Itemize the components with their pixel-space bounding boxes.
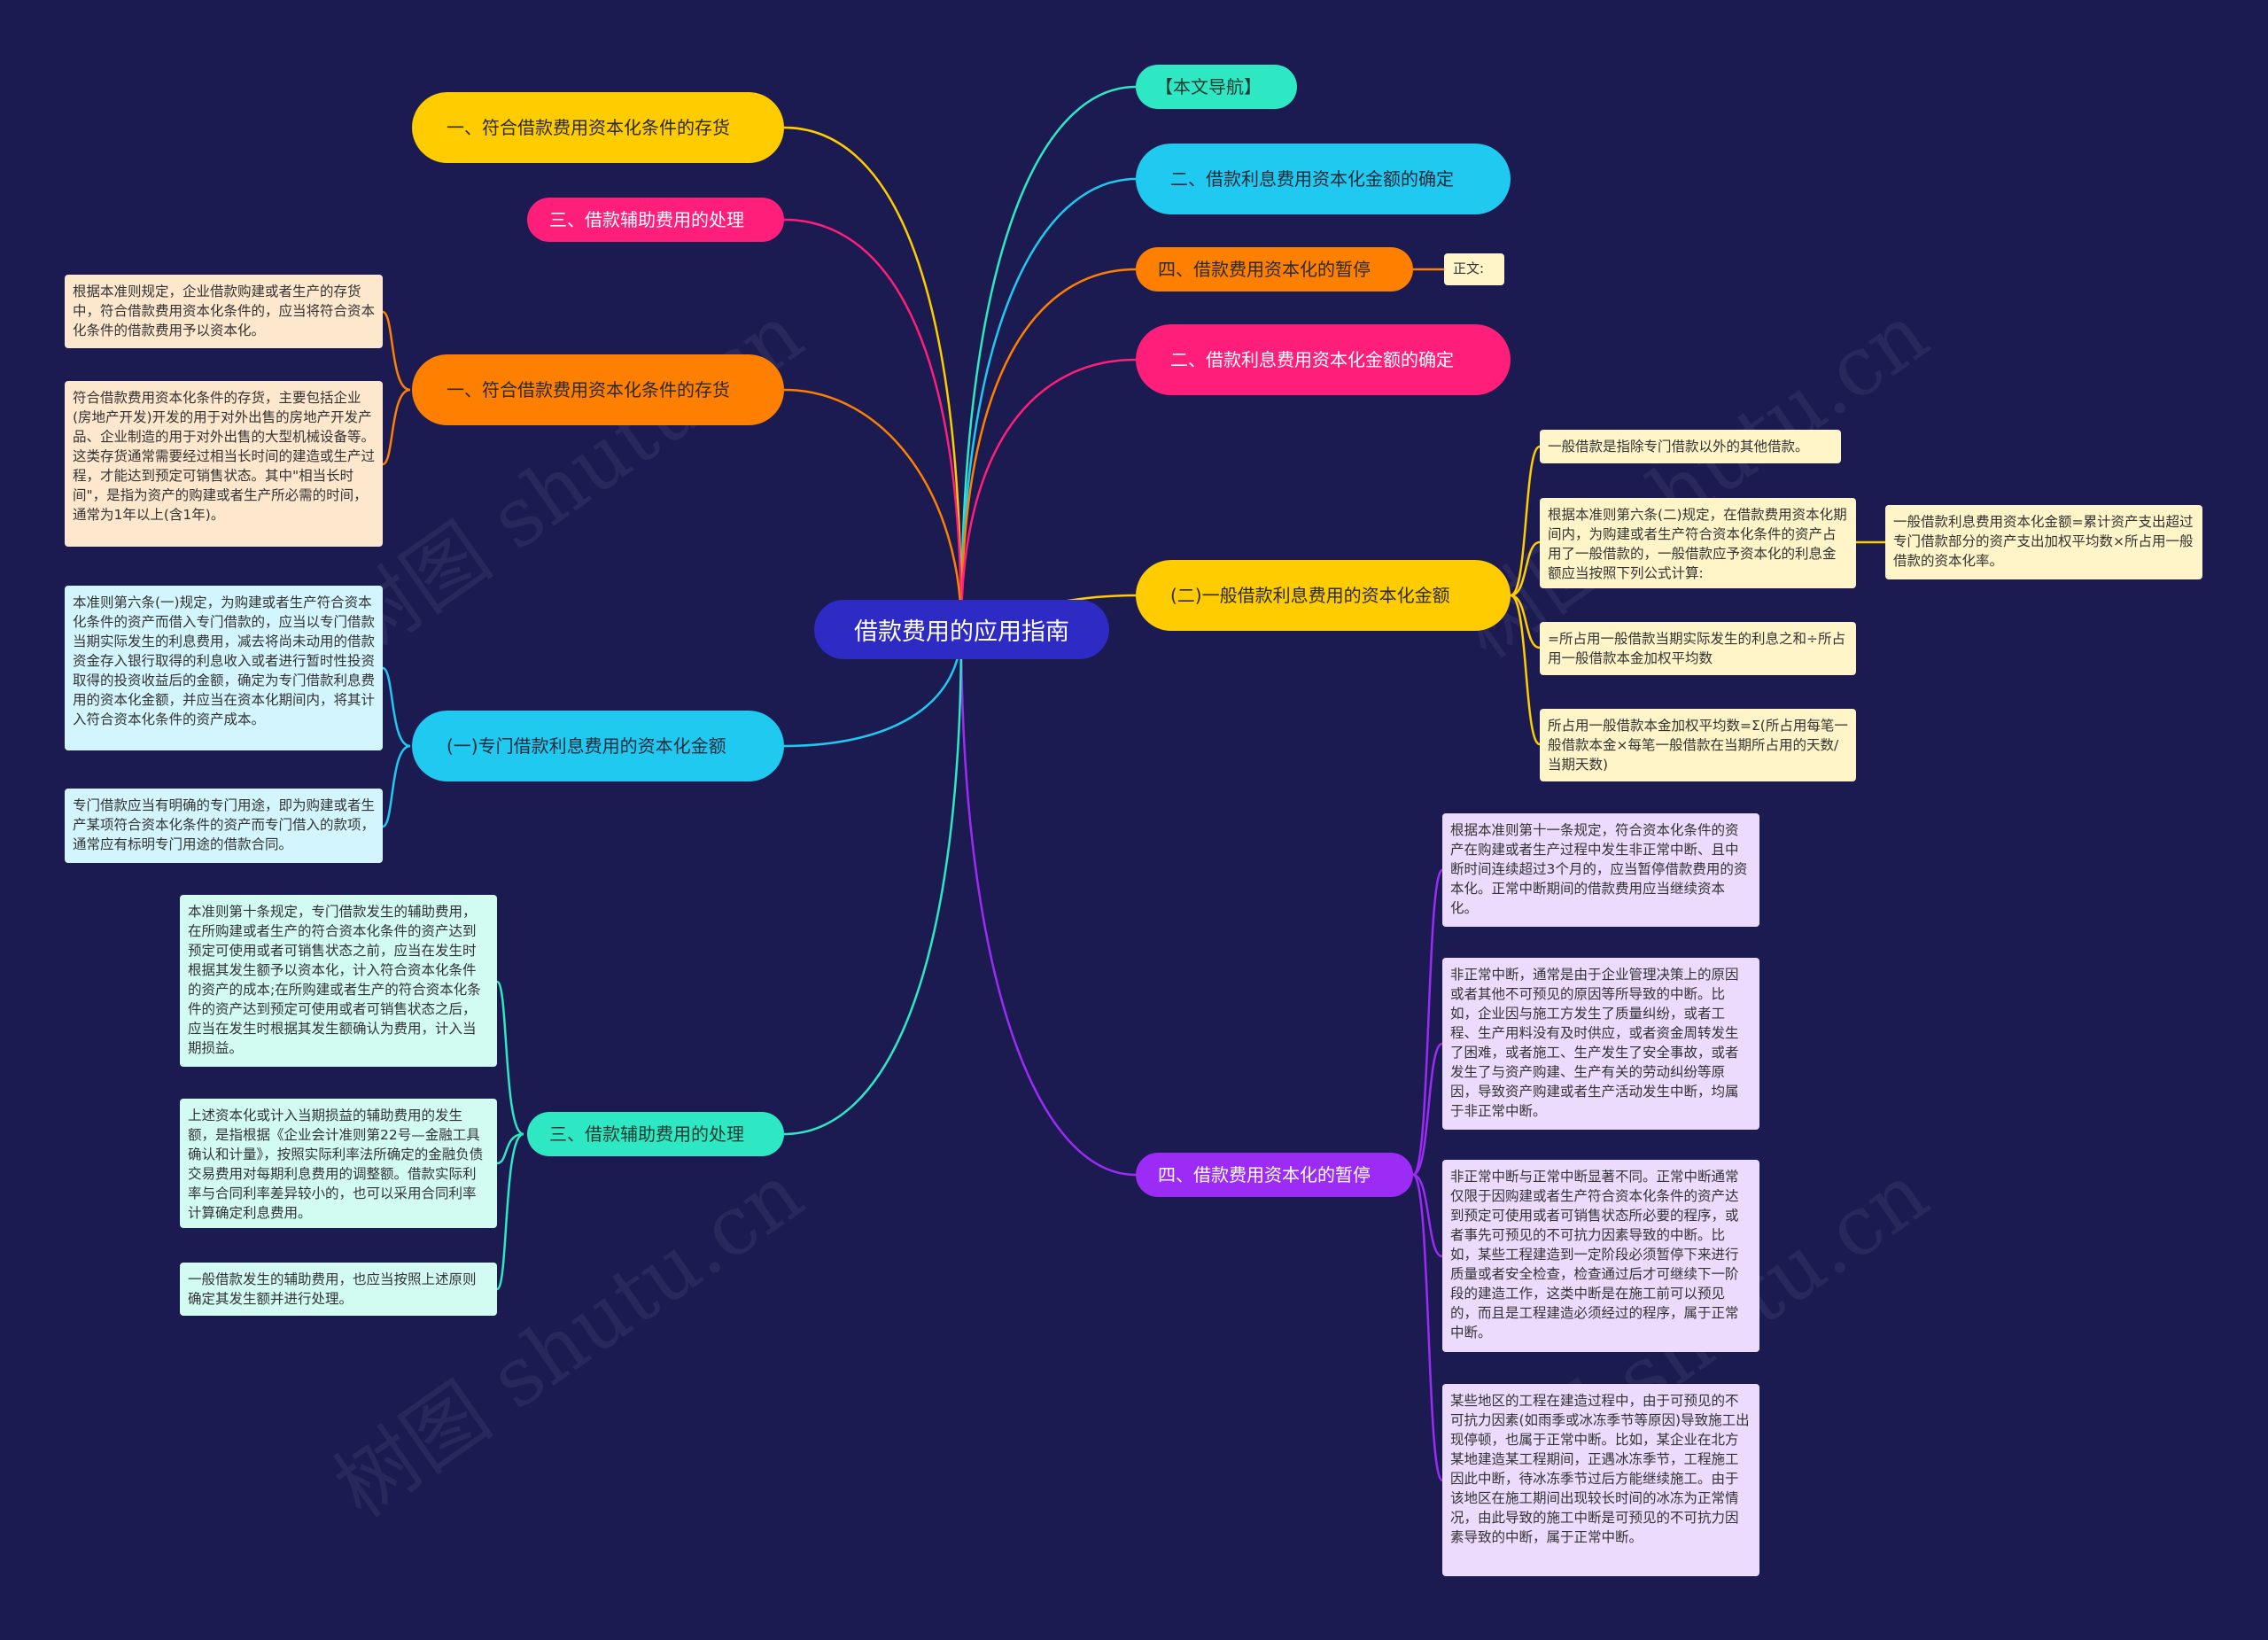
link-left-b2 [783, 218, 963, 630]
left-3-leaf-2: 符合借款费用资本化条件的存货，主要包括企业(房地产开发)开发的用于对外出售的房地… [65, 381, 383, 547]
left-4-leaf-1: 本准则第六条(一)规定，为购建或者生产符合资本化条件的资产而借入专门借款的，应当… [65, 586, 383, 750]
link-right-b4 [959, 358, 1137, 630]
left-branch-4[interactable]: (一)专门借款利息费用的资本化金额 [412, 711, 784, 781]
right-branch-3[interactable]: 四、借款费用资本化的暂停 [1136, 247, 1413, 291]
left-branch-3[interactable]: 一、符合借款费用资本化条件的存货 [412, 354, 784, 425]
right-6-leaf-3: 非正常中断与正常中断显著不同。正常中断通常仅限于因购建或者生产符合资本化条件的资… [1442, 1160, 1759, 1352]
link-right-nav [959, 85, 1137, 630]
left-3-leaf-1: 根据本准则规定，企业借款购建或者生产的存货中，符合借款费用资本化条件的，应当将符… [65, 275, 383, 348]
right-branch-4[interactable]: 二、借款利息费用资本化金额的确定 [1136, 324, 1511, 395]
left-branch-5[interactable]: 三、借款辅助费用的处理 [527, 1112, 784, 1156]
right-6-leaf-2: 非正常中断，通常是由于企业管理决策上的原因或者其他不可预见的原因等所导致的中断。… [1442, 958, 1759, 1130]
right-branch-5[interactable]: (二)一般借款利息费用的资本化金额 [1136, 560, 1511, 631]
link-right-b6 [959, 628, 1137, 1177]
left-5-leaf-2: 上述资本化或计入当期损益的辅助费用的发生额，是指根据《企业会计准则第22号—金融… [180, 1099, 497, 1228]
link-right-b2 [959, 177, 1137, 630]
right-6-leaf-4: 某些地区的工程在建造过程中，由于可预见的不可抗力因素(如雨季或冰冻季节等原因)导… [1442, 1384, 1759, 1576]
link-left-b1 [783, 126, 963, 630]
right-5-leaf-4: 所占用一般借款本金加权平均数=Σ(所占用每笔一般借款本金×每笔一般借款在当期所占… [1540, 709, 1856, 781]
right-6-leaf-1: 根据本准则第十一条规定，符合资本化条件的资产在购建或者生产过程中发生非正常中断、… [1442, 813, 1759, 927]
right-branch-2[interactable]: 二、借款利息费用资本化金额的确定 [1136, 144, 1511, 214]
right-3-tag: 正文: [1444, 253, 1504, 285]
link-right-b3 [959, 268, 1137, 630]
left-4-leaf-2: 专门借款应当有明确的专门用途，即为购建或者生产某项符合资本化条件的资产而专门借入… [65, 789, 383, 863]
right-branch-nav[interactable]: 【本文导航】 [1136, 65, 1297, 109]
left-branch-2[interactable]: 三、借款辅助费用的处理 [527, 198, 784, 242]
right-5-leaf-3: =所占用一般借款当期实际发生的利息之和÷所占用一般借款本金加权平均数 [1540, 622, 1856, 675]
left-branch-1[interactable]: 一、符合借款费用资本化条件的存货 [412, 92, 784, 163]
root-topic[interactable]: 借款费用的应用指南 [814, 600, 1109, 659]
right-5-leaf-1: 一般借款是指除专门借款以外的其他借款。 [1540, 430, 1841, 463]
right-5-subleaf: 一般借款利息费用资本化金额=累计资产支出超过专门借款部分的资产支出加权平均数×所… [1885, 505, 2202, 579]
right-5-leaf-2: 根据本准则第六条(二)规定，在借款费用资本化期间内，为购建或者生产符合资本化条件… [1540, 498, 1856, 588]
link-left-b5 [783, 628, 963, 1136]
right-branch-6[interactable]: 四、借款费用资本化的暂停 [1136, 1153, 1413, 1197]
link-left-b3 [783, 388, 963, 630]
left-5-leaf-3: 一般借款发生的辅助费用，也应当按照上述原则确定其发生额并进行处理。 [180, 1263, 497, 1316]
left-5-leaf-1: 本准则第十条规定，专门借款发生的辅助费用，在所购建或者生产的符合资本化条件的资产… [180, 895, 497, 1067]
